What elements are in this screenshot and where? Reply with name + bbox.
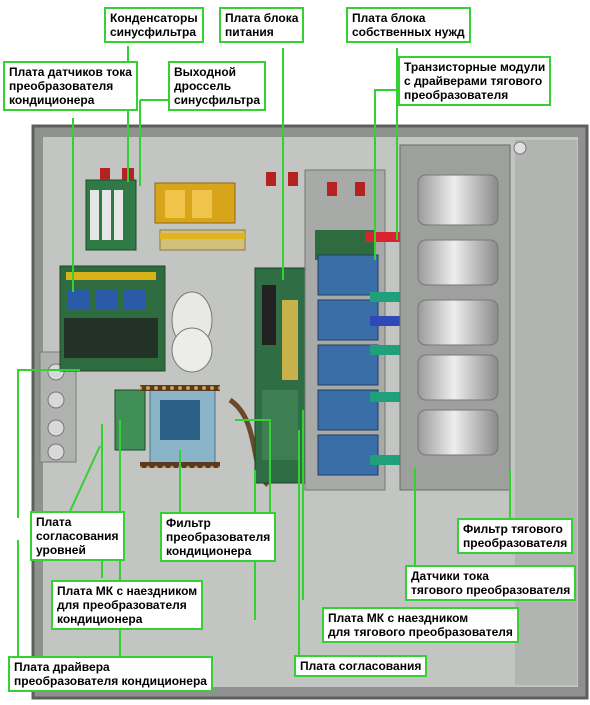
power-supply-board <box>254 267 306 484</box>
ac-converter-filter-toroid <box>171 291 213 373</box>
label-sine-filter-output-choke: Выходной дроссель синусфильтра <box>168 61 267 111</box>
label-traction-transistor-modules: Транзисторные модули с драйверами тягово… <box>398 56 552 106</box>
label-power-supply-board: Плата блока питания <box>219 7 305 43</box>
sine-filter-output-choke <box>154 182 246 251</box>
traction-filter-capacitors <box>399 144 511 491</box>
label-ac-current-sensors-board: Плата датчиков тока преобразователя конд… <box>3 61 138 111</box>
label-ac-driver-board: Плата драйвера преобразователя кондицион… <box>8 656 213 692</box>
top-terminals <box>266 172 365 196</box>
traction-transistor-modules <box>317 254 379 476</box>
label-traction-current-sensors: Датчики тока тягового преобразователя <box>405 565 577 601</box>
label-sine-filter-capacitors: Конденсаторы синусфильтра <box>104 7 204 43</box>
right-wall <box>513 140 577 685</box>
label-traction-mc-board: Плата МК с наездником для тягового преоб… <box>322 607 519 643</box>
ac-current-sensor-board <box>59 265 166 372</box>
label-ac-mc-board: Плата МК с наездником для преобразовател… <box>51 580 204 630</box>
label-ac-converter-filter: Фильтр преобразователя кондиционера <box>160 512 277 562</box>
label-traction-converter-filter: Фильтр тягового преобразователя <box>457 518 574 554</box>
label-level-matching-board: Плата согласования уровней <box>30 511 125 561</box>
label-auxiliary-supply-board: Плата блока собственных нужд <box>346 7 471 43</box>
label-matching-board: Плата согласования <box>294 655 428 677</box>
sine-filter-capacitors <box>85 168 137 251</box>
